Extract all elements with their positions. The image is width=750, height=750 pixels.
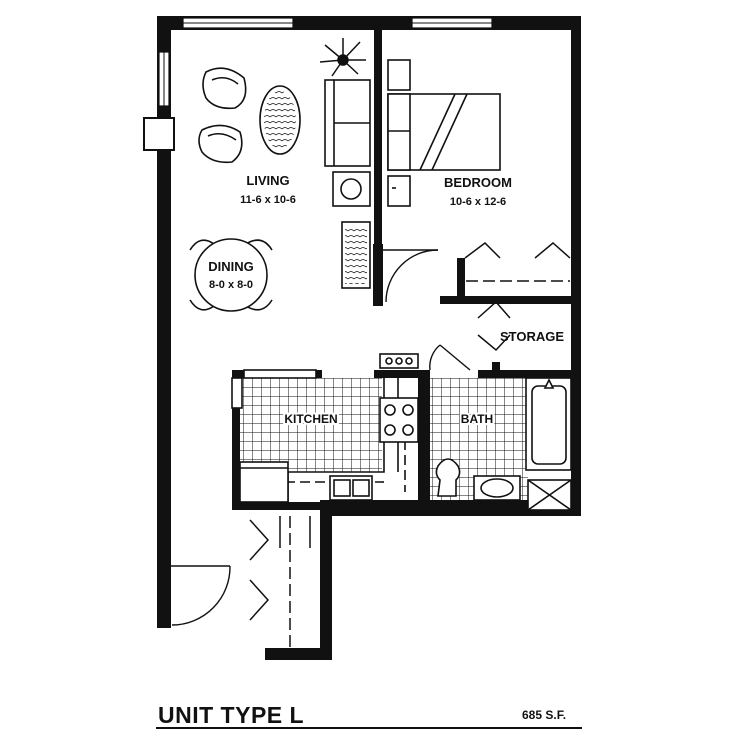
stove bbox=[379, 397, 419, 443]
bathtub bbox=[525, 377, 572, 471]
room-label-storage: STORAGE bbox=[500, 329, 564, 344]
end-table bbox=[332, 171, 371, 207]
bath-sink bbox=[473, 475, 521, 501]
unit-title: UNIT TYPE L bbox=[158, 702, 305, 728]
room-label-kitchen: KITCHEN bbox=[284, 412, 337, 426]
title-underline bbox=[156, 727, 582, 729]
tv-console bbox=[341, 221, 371, 289]
range-hood bbox=[379, 353, 419, 369]
kitchen-sink bbox=[329, 475, 373, 501]
linen-cabinet bbox=[527, 479, 572, 511]
sofa bbox=[324, 79, 371, 167]
toilet bbox=[435, 458, 461, 497]
closet-bifold-doors bbox=[249, 242, 571, 648]
armchair bbox=[198, 67, 247, 164]
refrigerator bbox=[231, 369, 317, 409]
room-dims-bedroom: 10-6 x 12-6 bbox=[450, 196, 506, 208]
bed bbox=[387, 93, 501, 171]
room-dims-dining: 8-0 x 8-0 bbox=[209, 279, 253, 291]
room-label-bedroom: BEDROOM bbox=[444, 175, 512, 190]
coffee-table bbox=[259, 85, 301, 155]
unit-area: 685 S.F. bbox=[522, 708, 567, 722]
room-label-living: LIVING bbox=[246, 173, 289, 188]
room-label-dining: DINING bbox=[208, 259, 254, 274]
dining-table bbox=[189, 238, 273, 312]
door bbox=[171, 249, 471, 626]
nightstand bbox=[387, 59, 411, 207]
kitchen-tile-floor bbox=[240, 378, 382, 472]
window bbox=[143, 17, 493, 151]
vent bbox=[492, 362, 500, 370]
room-dims-living: 11-6 x 10-6 bbox=[240, 194, 296, 206]
plant-icon bbox=[319, 38, 366, 77]
room-label-bath: BATH bbox=[461, 412, 493, 426]
